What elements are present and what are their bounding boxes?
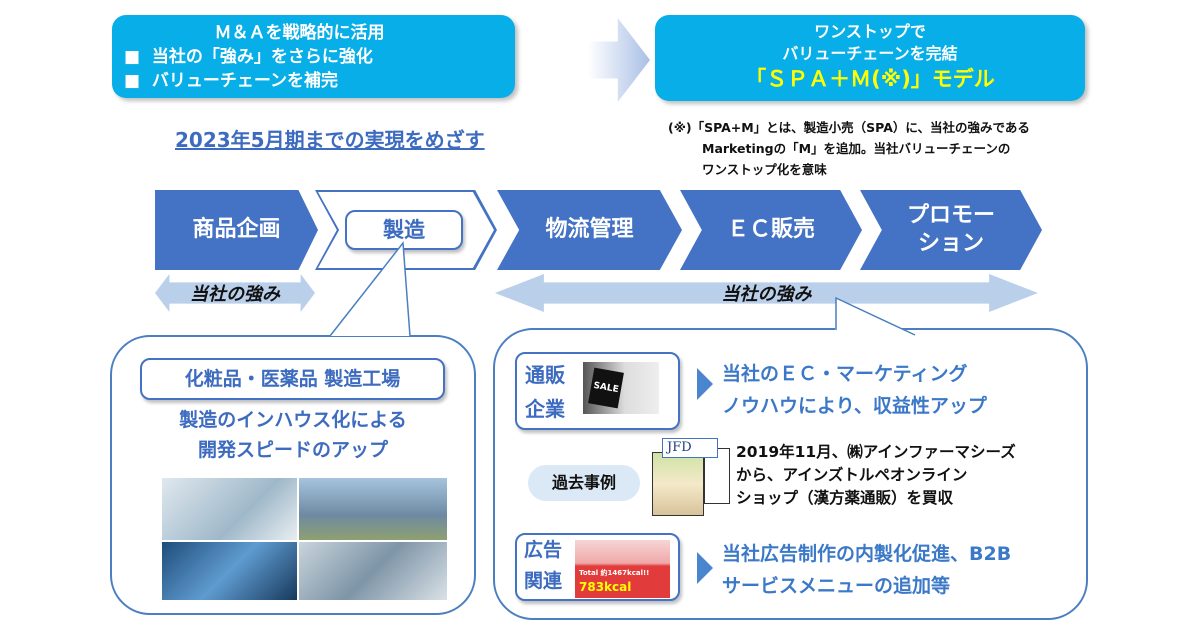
jfd-logo: JFD — [662, 438, 718, 458]
triangle-right-icon — [697, 552, 713, 584]
desc-line: 当社広告制作の内製化促進、B2B — [722, 543, 1012, 565]
bullet-text: バリューチェーンを補完 — [151, 71, 339, 91]
vials-photo — [162, 542, 297, 600]
ad-image: Total 約1467kcal!! 783kcal — [575, 540, 670, 598]
desc-line: ショップ（漢方薬通販）を買収 — [736, 489, 954, 507]
ad-kcal-text: 783kcal — [579, 580, 632, 594]
desc-line: サービスメニューの追加等 — [722, 575, 951, 597]
bullet-icon: ■ — [124, 71, 141, 91]
ad-box: 広告関連 Total 約1467kcal!! 783kcal — [515, 533, 680, 601]
ec-label: 通販企業 — [525, 358, 565, 426]
footnote: (※)「SPA+M」とは、製造小売（SPA）に、当社の強みである Marketi… — [668, 117, 1030, 180]
factory-label: 化粧品・医薬品 製造工場 — [140, 358, 445, 400]
ad-total-text: Total 約1467kcal!! — [579, 569, 650, 577]
building-photo — [299, 478, 447, 540]
bullet-icon: ■ — [124, 47, 141, 67]
bullet-text: 当社の「強み」をさらに強化 — [151, 47, 373, 67]
ma-bullet: ■ バリューチェーンを補完 — [124, 69, 515, 93]
past-case-desc: 2019年11月、㈱アインファーマシーズ から、アインズトルペオンライン ショッ… — [736, 441, 1016, 510]
chain-label: 物流管理 — [545, 217, 634, 242]
factory-photos — [162, 478, 447, 600]
ec-company-box: 通販企業 SALE — [515, 352, 680, 430]
note-line: (※)「SPA+M」とは、製造小売（SPA）に、当社の強みである — [668, 120, 1030, 135]
desc-line: 当社のＥＣ・マーケティング — [722, 363, 968, 385]
past-case-image: JFD — [652, 438, 730, 516]
chain-ec-sales: ＥＣ販売 — [680, 190, 862, 270]
sale-text: SALE — [588, 367, 624, 409]
desc-line: 2019年11月、㈱アインファーマシーズ — [736, 443, 1016, 461]
note-line: Marketingの「M」を追加。当社バリューチェーンの — [702, 141, 1011, 156]
ma-strategy-box: Ｍ＆Ａを戦略的に活用 ■ 当社の「強み」をさらに強化 ■ バリューチェーンを補完 — [112, 15, 515, 98]
desc-line: から、アインズトルペオンライン — [736, 466, 968, 484]
headline: 2023年5月期までの実現をめざす — [175, 128, 485, 152]
label-line: 関連 — [524, 570, 563, 592]
triangle-right-icon — [697, 368, 713, 400]
past-case-label: 過去事例 — [528, 465, 640, 501]
spa-model-box: ワンストップで バリューチェーンを完結 「ＳＰＡ＋Ｍ(※)」モデル — [655, 15, 1085, 101]
chain-label: プロモー — [906, 203, 995, 228]
desc-line: ノウハウにより、収益性アップ — [722, 395, 987, 417]
chain-logistics: 物流管理 — [497, 190, 682, 270]
book-image — [652, 452, 704, 516]
label-line: 広告 — [524, 539, 563, 561]
chain-planning: 商品企画 — [155, 190, 318, 270]
factory-desc: 製造のインハウス化による 開発スピードのアップ — [110, 405, 476, 465]
desc-line: 開発スピードのアップ — [197, 439, 388, 461]
label-line: 企業 — [525, 397, 565, 421]
label-line: 通販 — [525, 363, 565, 387]
chain-label: ＥＣ販売 — [726, 217, 815, 242]
ad-label: 広告関連 — [524, 535, 562, 597]
note-line: ワンストップ化を意味 — [702, 162, 827, 177]
ad-desc: 当社広告制作の内製化促進、B2B サービスメニューの追加等 — [722, 538, 1011, 602]
desc-line: 製造のインハウス化による — [179, 409, 407, 431]
spa-line: ワンストップで — [814, 22, 926, 41]
chain-manufacturing: 製造 — [315, 190, 497, 270]
spa-line: バリューチェーンを完結 — [782, 44, 958, 63]
chain-label: 商品企画 — [192, 217, 281, 242]
strength-label: 当社の強み — [190, 284, 280, 305]
spa-model-title: 「ＳＰＡ＋Ｍ(※)」モデル — [745, 67, 995, 91]
chain-promotion: プロモーション — [860, 190, 1042, 270]
chain-label: ション — [917, 231, 984, 256]
ec-desc: 当社のＥＣ・マーケティングノウハウにより、収益性アップ — [722, 358, 987, 422]
sale-phone-image: SALE — [583, 362, 659, 414]
ma-bullet: ■ 当社の「強み」をさらに強化 — [124, 45, 515, 69]
lab-photo — [162, 478, 297, 540]
strength-label: 当社の強み — [721, 284, 812, 305]
ma-title: Ｍ＆Ａを戦略的に活用 — [214, 23, 385, 43]
bottles-photo — [299, 542, 447, 600]
